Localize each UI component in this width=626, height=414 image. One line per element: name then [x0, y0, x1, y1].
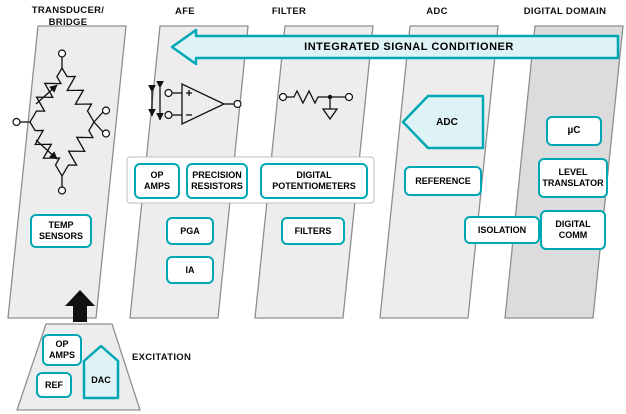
adc-shape-label: ADC — [436, 116, 458, 128]
up-arrow-icon — [65, 290, 95, 322]
adc-shape — [401, 94, 485, 150]
temp-sensors-box: TEMP SENSORS — [30, 214, 92, 248]
rc-filter-icon — [278, 89, 354, 121]
filters-box: FILTERS — [281, 217, 345, 245]
dac-shape — [82, 344, 120, 400]
opamp-icon — [148, 80, 242, 126]
ia-box: IA — [166, 256, 214, 284]
level-translator-box: LEVEL TRANSLATOR — [538, 158, 608, 198]
bridge-circuit-icon — [12, 49, 111, 195]
uc-box: µC — [546, 116, 602, 146]
reference-box: REFERENCE — [404, 166, 482, 196]
precision-resistors-box: PRECISION RESISTORS — [186, 163, 248, 199]
excitation-op-amps-box: OP AMPS — [42, 334, 82, 366]
excitation-label: EXCITATION — [132, 352, 192, 363]
transducer-panel-shape — [7, 25, 127, 319]
isolation-box: ISOLATION — [464, 216, 540, 244]
header-digital-domain: DIGITAL DOMAIN — [523, 6, 607, 17]
digital-comm-box: DIGITAL COMM — [540, 210, 606, 250]
banner-label: INTEGRATED SIGNAL CONDITIONER — [304, 41, 514, 53]
header-adc: ADC — [426, 6, 448, 17]
header-afe: AFE — [175, 6, 195, 17]
pga-box: PGA — [166, 217, 214, 245]
op-amps-box: OP AMPS — [134, 163, 180, 199]
integrated-signal-conditioner-arrow — [170, 28, 620, 66]
excitation-ref-box: REF — [36, 372, 72, 398]
dac-shape-label: DAC — [91, 375, 111, 385]
header-transducer-bridge: TRANSDUCER/ BRIDGE — [31, 5, 105, 29]
digital-potentiometers-box: DIGITAL POTENTIOMETERS — [260, 163, 368, 199]
header-filter: FILTER — [271, 6, 307, 17]
